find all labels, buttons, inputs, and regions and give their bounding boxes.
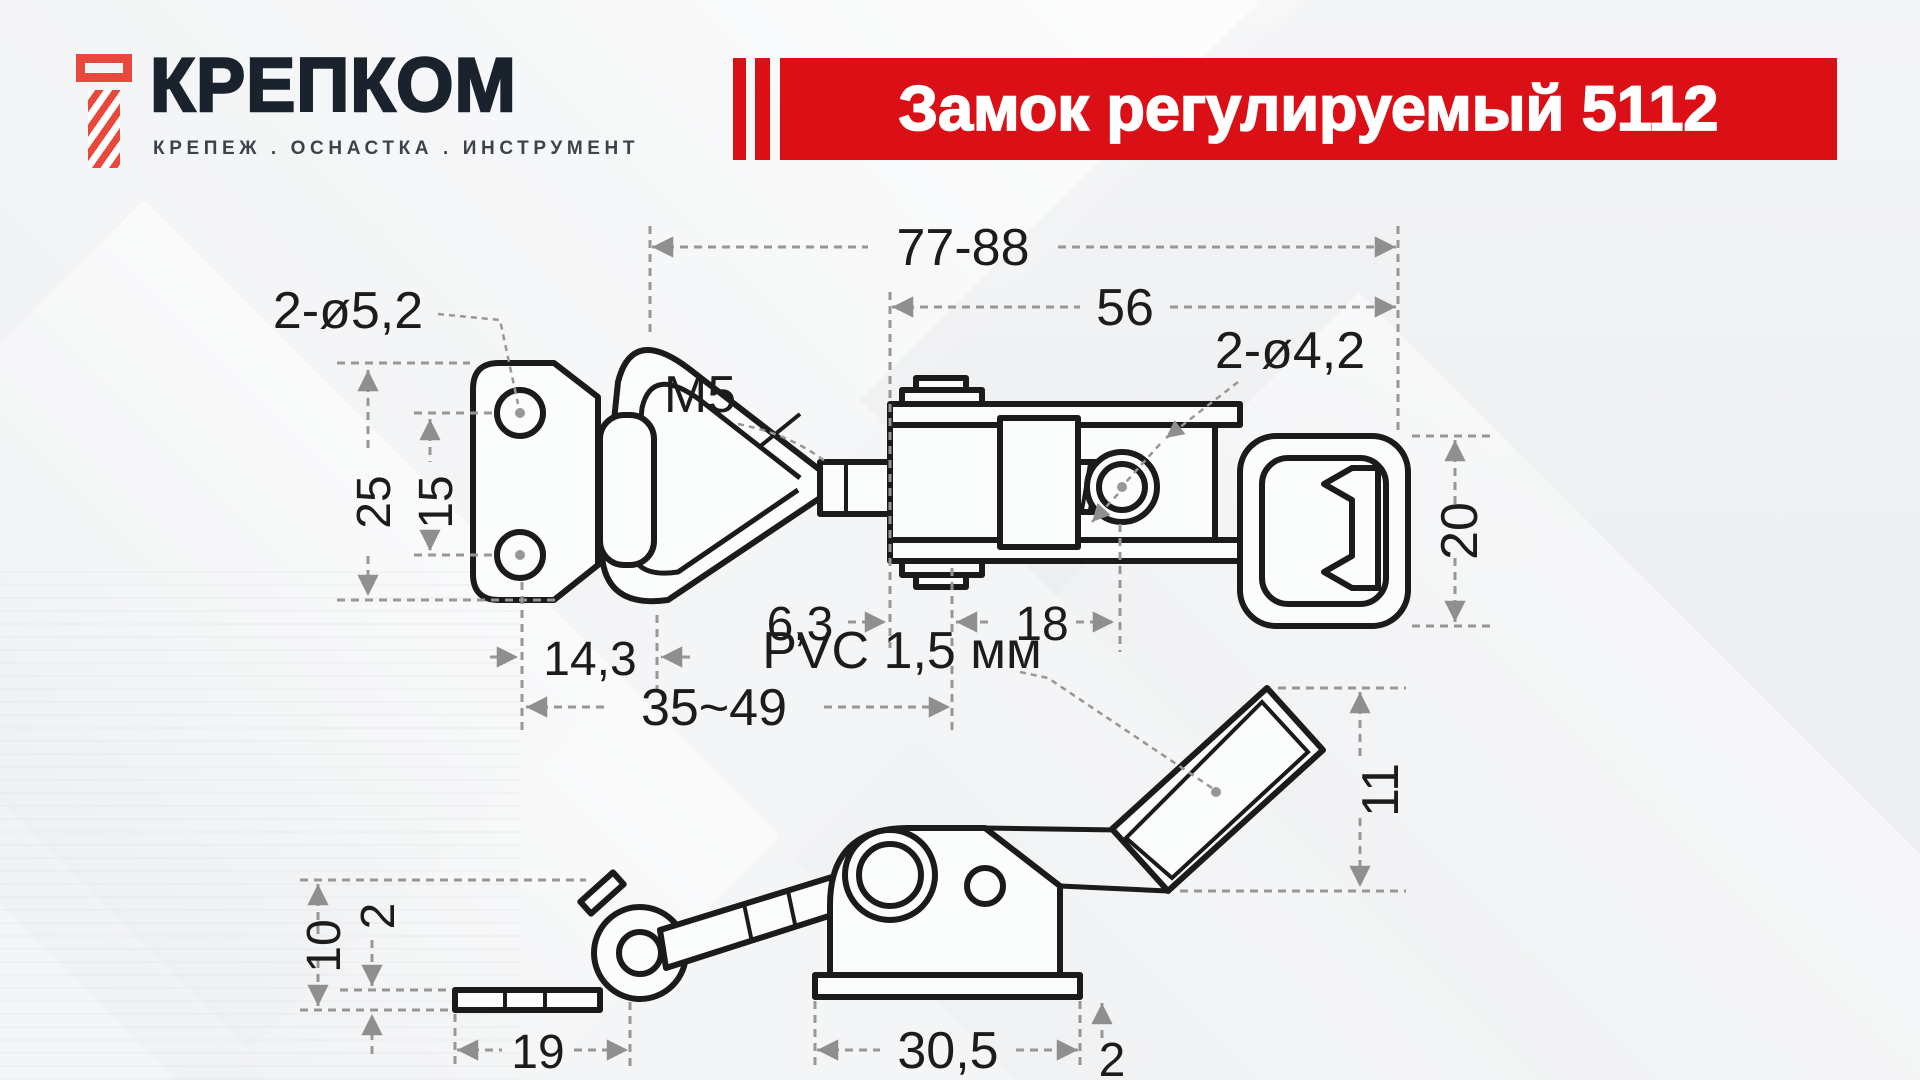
- dim-hole-pitch: 18: [1015, 598, 1068, 651]
- dimension-lines-front: [357, 236, 1466, 718]
- rivet-hole-side: [964, 865, 1006, 907]
- base-plate-side: [812, 972, 1083, 1000]
- dim-hole-to-hook: 14,3: [543, 633, 636, 686]
- leader-body-holes-2: [1125, 443, 1161, 483]
- dim-overall-height: 10: [298, 919, 351, 972]
- front-view: 77-88 56 2-ø5,2 2-ø4,2 M5 25 15 20 14,3 …: [273, 219, 1490, 737]
- adjuster-block: [997, 415, 1081, 550]
- center-dot: [515, 550, 525, 560]
- dim-handle-height: 11: [1352, 763, 1410, 817]
- dim-plate-thickness: 2: [352, 903, 405, 930]
- dim-total-length: 77-88: [897, 219, 1030, 277]
- brand-name: КРЕПКОМ: [149, 42, 517, 130]
- dim-coating: PVC 1,5 мм: [762, 622, 1042, 680]
- dim-plate-holes: 2-ø5,2: [273, 282, 423, 340]
- pivot-hole-side: [856, 841, 924, 909]
- lever-top-edge: [984, 825, 1119, 833]
- brand-tagline: КРЕПЕЖ . ОСНАСТКА . ИНСТРУМЕНТ: [153, 138, 640, 159]
- lever-slot: [597, 412, 657, 568]
- dim-body-length: 56: [1096, 279, 1154, 337]
- dim-hole-spacing: 15: [410, 475, 463, 528]
- latch-top-step2: [913, 375, 969, 393]
- center-dot: [515, 408, 525, 418]
- dim-thread: M5: [664, 366, 736, 424]
- leader-body-holes-1: [1165, 381, 1239, 439]
- brand-logo-screw-icon: [76, 54, 138, 170]
- dim-body-holes: 2-ø4,2: [1215, 322, 1365, 380]
- hook-inner: [616, 929, 664, 977]
- dim-base-thickness: 2: [1099, 1034, 1126, 1080]
- dim-body-offset: 6,3: [767, 598, 834, 651]
- dim-adjust-range: 35~49: [641, 679, 787, 737]
- dim-loop-height: 20: [1431, 502, 1489, 560]
- dim-plate-length: 19: [511, 1026, 564, 1079]
- extension-lines-front: [337, 226, 1490, 734]
- product-title: Замок регулируемый 5112: [898, 73, 1720, 145]
- rod-end: [817, 459, 896, 517]
- product-title-banner: Замок регулируемый 5112: [780, 58, 1837, 160]
- keeper-bar: [1321, 465, 1381, 591]
- latch-bottom-step2: [913, 572, 969, 590]
- plate-bend-lines: [503, 990, 547, 1010]
- extension-lines-side: [300, 686, 1406, 1070]
- pvc-sleeve-inner: [1123, 699, 1311, 881]
- banner-stripe: [755, 58, 770, 160]
- side-view: PVC 1,5 мм 10 2 19 30,5 2 11: [298, 622, 1410, 1080]
- center-dot: [1117, 482, 1127, 492]
- screw-shank-icon: [88, 90, 120, 168]
- lever-bottom-edge: [1059, 883, 1169, 894]
- flat-plate-side: [452, 987, 603, 1013]
- arm-bend-lines: [742, 890, 798, 943]
- dimension-lines-side: [307, 692, 1371, 1061]
- hook-tip: [577, 869, 627, 917]
- banner-stripe: [733, 58, 746, 160]
- center-dot: [1211, 787, 1221, 797]
- dim-plate-height: 25: [348, 475, 401, 528]
- screw-head-icon: [76, 54, 132, 82]
- lever-bend-line: [756, 412, 802, 450]
- dim-base-length: 30,5: [897, 1022, 998, 1080]
